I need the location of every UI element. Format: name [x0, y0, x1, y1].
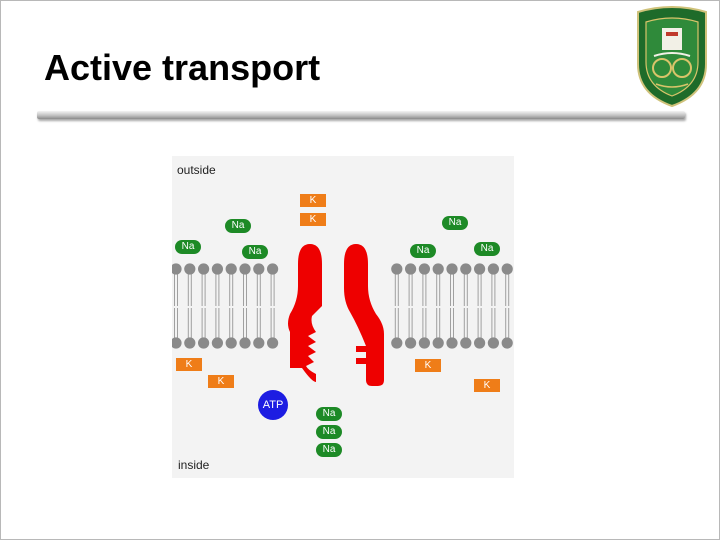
sodium-ion: Na — [410, 244, 436, 258]
lipid-head — [474, 337, 486, 349]
lipid-head — [225, 263, 237, 275]
lipid-head — [446, 337, 458, 349]
lipid-head — [432, 263, 444, 275]
potassium-ion: K — [474, 379, 500, 392]
lipid-head — [474, 263, 486, 275]
university-crest-icon — [637, 6, 707, 108]
sodium-ion: Na — [225, 219, 251, 233]
sodium-ion: Na — [442, 216, 468, 230]
lipid-head — [501, 337, 513, 349]
potassium-ion: K — [300, 194, 326, 207]
lipid-head — [172, 263, 182, 275]
lipid-head — [487, 337, 499, 349]
lipid-head — [184, 263, 196, 275]
lipid-head — [432, 337, 444, 349]
lipid-head — [460, 337, 472, 349]
sodium-ion: Na — [316, 407, 342, 421]
lipid-head — [211, 263, 223, 275]
sodium-ion: Na — [316, 425, 342, 439]
lipid-head — [253, 337, 265, 349]
pump-protein-left — [288, 244, 322, 382]
potassium-ion: K — [208, 375, 234, 388]
potassium-ion: K — [176, 358, 202, 371]
outside-label: outside — [177, 163, 216, 177]
title-divider — [37, 111, 685, 119]
sodium-ion: Na — [175, 240, 201, 254]
lipid-head — [267, 337, 279, 349]
lipid-head — [198, 263, 210, 275]
lipid-head — [239, 263, 251, 275]
lipid-head — [239, 337, 251, 349]
cell-membrane — [172, 244, 513, 386]
lipid-head — [253, 263, 265, 275]
lipid-head — [405, 263, 417, 275]
lipid-head — [267, 263, 279, 275]
lipid-head — [198, 337, 210, 349]
sodium-ion: Na — [474, 242, 500, 256]
lipid-head — [501, 263, 513, 275]
lipid-head — [172, 337, 182, 349]
lipid-head — [391, 263, 403, 275]
lipid-head — [405, 337, 417, 349]
sodium-potassium-pump-diagram: outside inside K K Na Na Na Na Na Na K K… — [172, 156, 514, 478]
potassium-ion: K — [300, 213, 326, 226]
sodium-ion: Na — [316, 443, 342, 457]
lipid-head — [487, 263, 499, 275]
lipid-head — [418, 337, 430, 349]
lipid-head — [211, 337, 223, 349]
atp-molecule: ATP — [258, 390, 288, 420]
potassium-ion: K — [415, 359, 441, 372]
lipid-head — [391, 337, 403, 349]
lipid-head — [460, 263, 472, 275]
lipid-head — [225, 337, 237, 349]
pump-protein-right — [344, 244, 384, 386]
slide-title: Active transport — [44, 47, 321, 88]
lipid-head — [184, 337, 196, 349]
inside-label: inside — [178, 458, 210, 472]
sodium-ion: Na — [242, 245, 268, 259]
lipid-head — [446, 263, 458, 275]
lipid-head — [418, 263, 430, 275]
